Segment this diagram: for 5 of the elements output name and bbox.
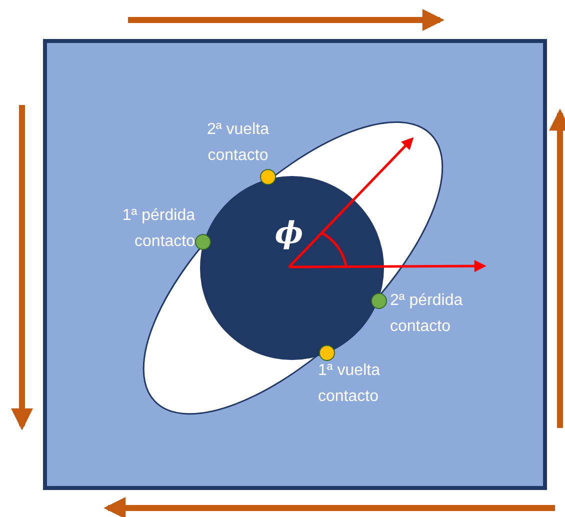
angle-symbol: ϕ bbox=[274, 217, 304, 251]
point-label: 2ª vuelta contacto bbox=[206, 120, 270, 166]
point-label: 1ª pérdida contacto bbox=[121, 206, 195, 252]
point-label: 2ª pérdida contacto bbox=[390, 291, 464, 337]
point-label: 1ª vuelta contacto bbox=[318, 361, 381, 407]
